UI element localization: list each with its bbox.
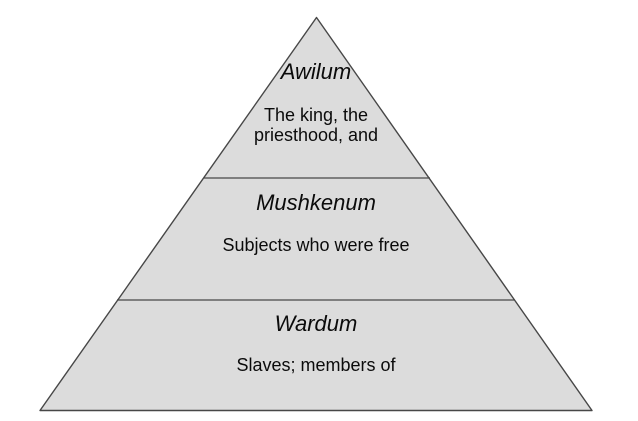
pyramid-outline [39, 16, 593, 412]
tier-wardum-description: Slaves; members of [236, 355, 396, 376]
tier-mushkenum-description: Subjects who were free [222, 235, 410, 256]
tier-awilum-description-line-2: priesthood, and [253, 124, 379, 145]
tier-awilum-title: Awilum [280, 59, 352, 84]
tier-awilum-description-line-1: The king, the [263, 105, 369, 125]
tier-mushkenum-description-line-1: Subjects who were free [222, 235, 410, 255]
tier-wardum-description-line-1: Slaves; members of [236, 355, 396, 375]
tier-wardum-title: Wardum [274, 311, 358, 336]
tier-mushkenum-title: Mushkenum [256, 190, 376, 215]
tier-awilum-description: The king, the priesthood, and [253, 105, 379, 145]
